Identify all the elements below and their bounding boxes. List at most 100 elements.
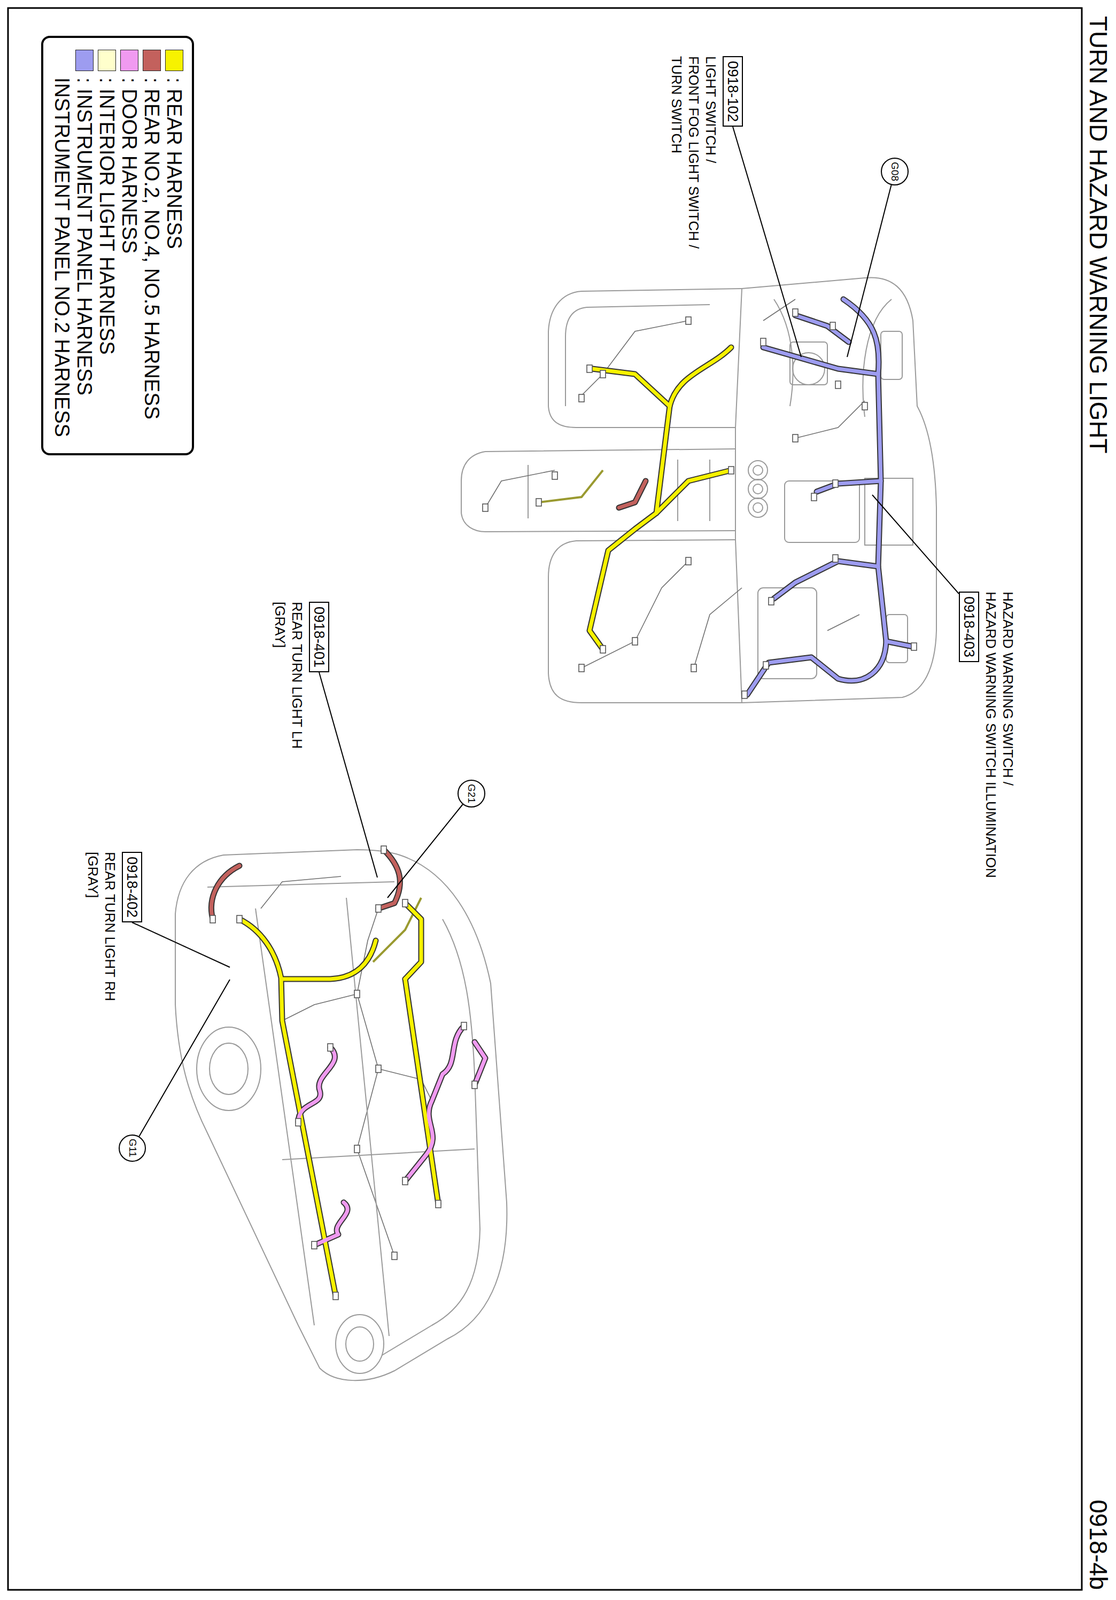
leader-line [132,126,959,1137]
connector-symbol [685,316,692,325]
legend-row: : INTERIOR LIGHT HARNESS [95,49,119,438]
connector-symbol [763,661,769,670]
legend-row: : DOOR HARNESS [118,49,141,438]
instrument-panel-harness [747,299,887,695]
connector-symbol [471,1081,478,1089]
legend-swatch [165,49,184,72]
dashboard-outline [757,587,817,679]
leader-line [387,804,463,898]
leader-line [847,184,892,358]
connector-callout: 0918-102LIGHT SWITCH / FRONT FOG LIGHT S… [668,56,743,249]
harness-wire [581,320,689,396]
harness-outline [211,865,240,920]
dashboard-outline [748,479,768,499]
connector-symbol [830,322,836,330]
harness-outline [816,481,881,492]
rear-harness [592,368,670,407]
connector-description: REAR TURN LIGHT RH [GRAY] [84,851,119,1002]
harness-wire [763,299,796,321]
connector-symbol [835,381,841,389]
dashboard-outline [548,539,742,703]
leader-line [732,126,802,358]
connector-description: REAR TURN LIGHT LH [GRAY] [271,601,306,749]
leader-line [319,672,378,878]
legend-text: : REAR NO.2, NO.4, NO.5 HARNESS [140,77,164,420]
harness-outline [618,481,646,508]
legend-box: : REAR HARNESS: REAR NO.2, NO.4, NO.5 HA… [41,35,195,456]
legend-swatch [142,49,161,72]
connector-description: HAZARD WARNING SWITCH / HAZARD WARNING S… [982,591,1017,879]
dashboard-outline [741,277,937,703]
leader-line [872,494,959,594]
rear-harness [589,347,732,650]
dashboard-outline [748,498,768,518]
car-body-outline [209,1043,248,1095]
car-body-outline [345,1327,374,1362]
rear-harness [239,919,336,1297]
legend-row: : INSTRUMENT PANEL HARNESS INSTRUMENT PA… [50,49,96,438]
harness-outline [773,561,879,599]
connector-symbol [578,664,585,672]
dashboard-outline [461,448,736,532]
rear-no2-harness [378,849,400,909]
dashboard-outline [864,478,913,546]
olive-harness [373,897,422,963]
harness-outline [795,315,849,343]
harness-outline [211,299,913,1297]
connector-symbol [792,434,798,443]
connector-symbol [832,554,839,563]
rear-harness [282,940,376,980]
car-body-outline [255,897,475,1337]
legend-row: : REAR NO.2, NO.4, NO.5 HARNESS [140,49,164,438]
dashboard-outline [753,465,763,476]
harness-outline [747,299,887,695]
leader-line [138,979,230,1137]
connector-symbol [768,597,774,606]
harness-wire [581,561,689,669]
connector-symbol [210,915,216,924]
connector-symbol [375,904,382,913]
ground-label: G21 [465,784,478,804]
harness-wire [260,876,341,909]
rear-harness [656,470,732,514]
connector-symbol [402,1177,408,1185]
legend-swatch [75,49,94,72]
dashboard-outline [886,614,908,663]
dashboard-outline [880,331,903,380]
connector-callout: 0918-403HAZARD WARNING SWITCH / HAZARD W… [958,591,1017,879]
connector-symbol [862,402,868,410]
car-body-outline [335,1314,384,1374]
legend-text: : REAR HARNESS [163,77,186,250]
dashboard-outline [461,277,937,703]
harness-wire [827,614,860,631]
harness-outline [656,470,732,514]
connector-symbol [381,846,387,854]
harness-wire [795,400,865,439]
dashboard-outline [548,288,742,428]
rear-harness [405,903,422,980]
instrument-panel-harness [795,315,849,343]
connector-description: LIGHT SWITCH / FRONT FOG LIGHT SWITCH / … [668,56,720,249]
harness-outline [886,641,913,647]
connector-symbol [435,1200,441,1208]
harness-outline [378,849,400,909]
dashboard-outline [753,484,763,494]
harness-wire [282,994,358,1021]
instrument-panel-harness [816,481,881,492]
harness-outline [282,940,376,980]
harness-wire [260,299,865,1257]
instrument-panel-harness [763,347,879,375]
legend-text: : INTERIOR LIGHT HARNESS [95,77,119,355]
connector-symbol [811,493,817,501]
rear-harness [239,347,732,1297]
connector-symbol [295,1118,301,1127]
car-body-outline [175,849,507,1381]
legend-swatch [120,49,139,72]
ground-point-circle: G08 [880,157,909,186]
legend-text: : DOOR HARNESS [118,77,141,254]
dashboard-outline [735,288,742,703]
legend-swatch [97,49,116,72]
connector-symbol [375,1065,382,1073]
page-title: TURN AND HAZARD WARNING LIGHT [1083,16,1113,454]
instrument-panel-harness [886,641,913,647]
